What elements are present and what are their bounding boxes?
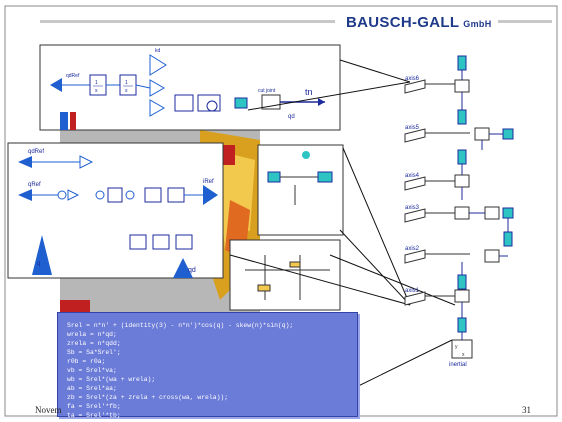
brand-name: BAUSCH-GALL — [346, 14, 459, 31]
block-qdref — [90, 75, 106, 95]
label-axis3: axis3 — [405, 205, 420, 211]
label-axis4: axis4 — [405, 173, 420, 179]
svg-text:1: 1 — [95, 80, 98, 86]
label-inertial: inertial — [449, 362, 467, 368]
footer-date: Novem — [35, 405, 62, 415]
label-qd-top: qd — [288, 114, 295, 120]
label-qdref-top: qdRef — [66, 73, 80, 79]
circuit-window — [230, 240, 340, 310]
page-number: 31 — [522, 405, 531, 415]
label-iref: iRef — [203, 179, 214, 185]
block-gear — [235, 98, 247, 108]
label-qref: qRef — [28, 182, 41, 188]
code-panel: Srel = n*n' + (identity(3) - n*n')*cos(q… — [57, 312, 358, 417]
brand-suffix: GmbH — [463, 19, 491, 29]
label-tn: tn — [305, 87, 313, 97]
brand-logo: BAUSCH-GALL GmbH — [346, 14, 492, 31]
label-q: q — [37, 261, 40, 267]
robot-chain: y x inertial axis6 axis5 axis4 axis3 axi… — [405, 56, 513, 368]
block-sum — [175, 95, 193, 111]
label-axis6: axis6 — [405, 76, 420, 82]
label-axis1: axis1 — [405, 288, 420, 294]
block-qref — [120, 75, 136, 95]
label-axis2: axis2 — [405, 246, 420, 252]
label-kd: kd — [155, 48, 161, 54]
header-rule-left — [40, 20, 335, 23]
gear-window — [258, 145, 343, 235]
label-axis5: axis5 — [405, 125, 420, 131]
svg-text:1: 1 — [125, 80, 128, 86]
code-text: Srel = n*n' + (identity(3) - n*n')*cos(q… — [67, 321, 293, 420]
label-qd-bottom: qd — [188, 267, 196, 274]
drive-controller-window: qdRef 1 s 1 s kd cut joint tn qd — [40, 45, 340, 130]
motor-controller-window: qdRef qRef q iRef qd — [8, 143, 223, 278]
label-qdref-2: qdRef — [28, 149, 44, 155]
header-rule-right — [498, 20, 552, 23]
label-cut-joint: cut joint — [258, 88, 276, 94]
